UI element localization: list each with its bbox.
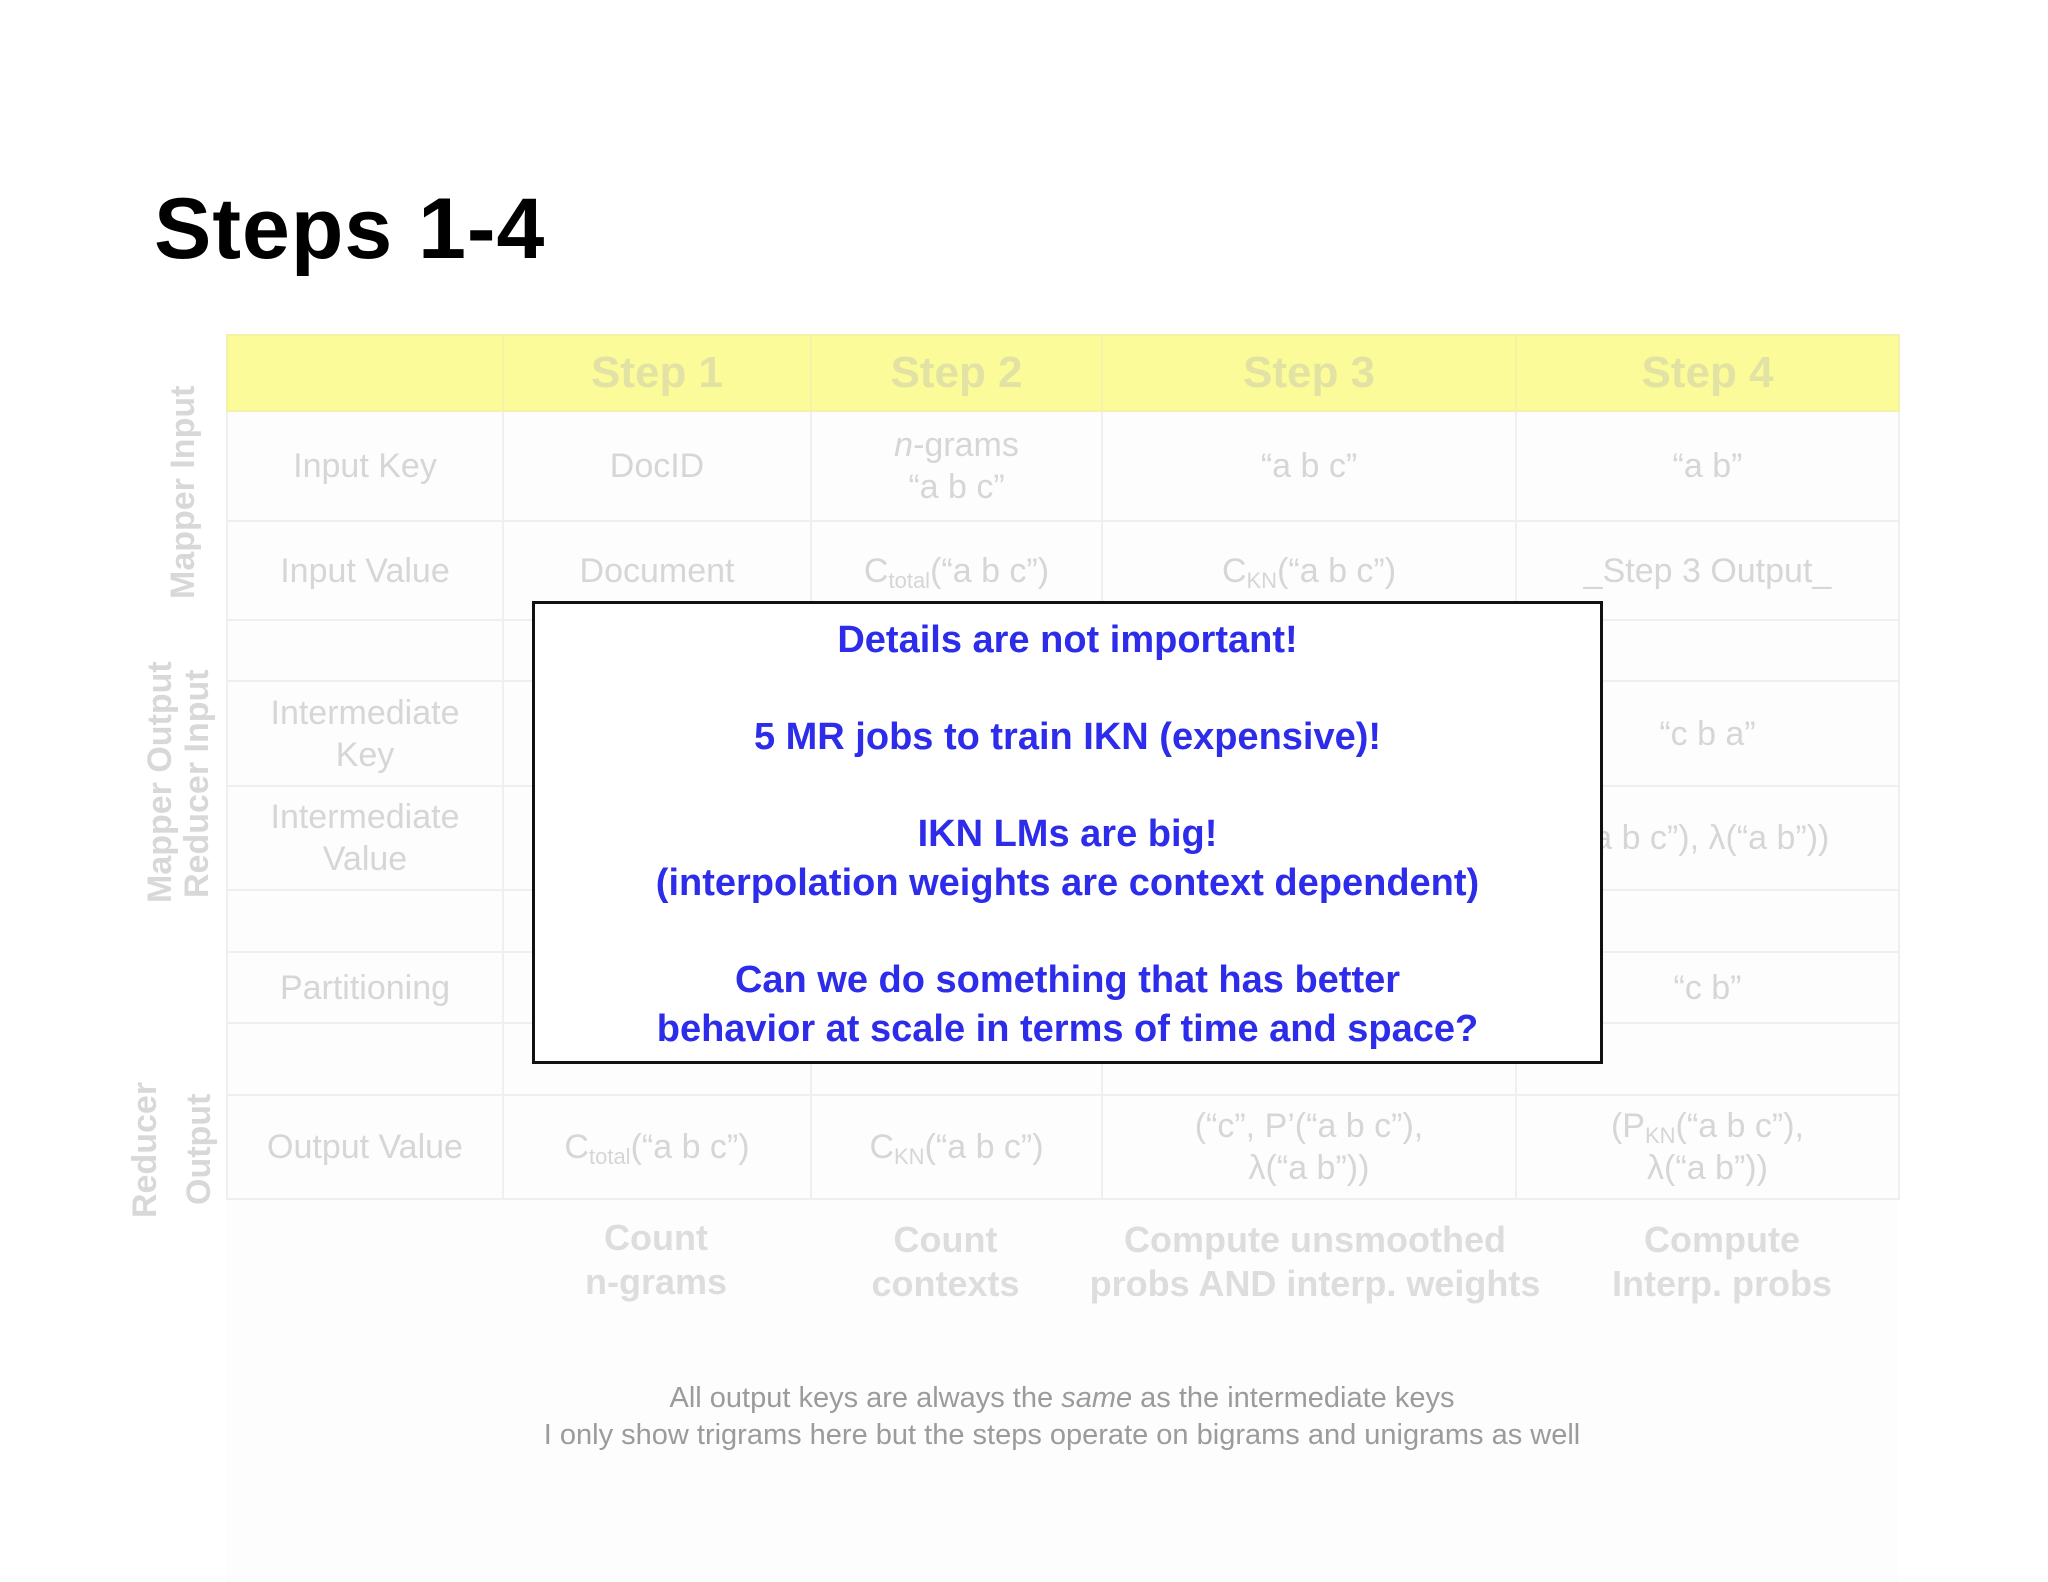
cell-input-key-step2: n-grams “a b c”: [810, 410, 1103, 522]
label-partitioning: Partitioning: [226, 951, 504, 1024]
callout-line5: Can we do something that has better: [734, 959, 1401, 1001]
header-row: Step 1 Step 2 Step 3 Step 4: [226, 334, 1900, 412]
cell-input-key-step3: “a b c”: [1101, 410, 1517, 522]
callout-line4: (interpolation weights are context depen…: [655, 862, 1480, 904]
c-argument: (“a b c”): [1277, 551, 1397, 590]
header-step2: Step 2: [810, 334, 1103, 412]
cell-input-key-step1: DocID: [502, 410, 812, 522]
slide-title: Steps 1-4: [154, 181, 546, 277]
callout-line6: behavior at scale in terms of time and s…: [656, 1008, 1479, 1050]
footnote-line2: I only show trigrams here but the steps …: [543, 1419, 1581, 1451]
cell-output-value-step2: CKN(“a b c”): [810, 1094, 1103, 1200]
cell-input-key-step4: “a b”: [1515, 410, 1900, 522]
c-argument: (“a b c”): [930, 551, 1050, 590]
cell-output-value-step4: (PKN(“a b c”),λ(“a b”)): [1515, 1094, 1900, 1200]
footnote-line1: All output keys are always the same as t…: [669, 1382, 1455, 1414]
header-step3: Step 3: [1101, 334, 1517, 412]
label-output-value: Output Value: [226, 1094, 504, 1200]
row-input-key: Input Key DocID n-grams “a b c” “a b c” “…: [226, 410, 1900, 522]
callout-box: Details are not important! 5 MR jobs to …: [532, 601, 1603, 1064]
cell-output-value-step3: (“c”, P’(“a b c”),λ(“a b”)): [1101, 1094, 1517, 1200]
callout-line2: 5 MR jobs to train IKN (expensive)!: [753, 716, 1382, 758]
label-input-key: Input Key: [226, 410, 504, 522]
side-label-output: Output: [180, 1093, 218, 1205]
callout-line3: IKN LMs are big!: [917, 813, 1218, 855]
callout-line1: Details are not important!: [837, 619, 1298, 661]
side-label-mapper-input: Mapper Input: [164, 385, 202, 599]
header-step1: Step 1: [502, 334, 812, 412]
c-symbol: C: [863, 551, 889, 590]
side-label-mapper-output: Mapper Output: [141, 661, 179, 903]
c-subscript: KN: [1246, 567, 1278, 593]
ngram-example: “a b c”: [908, 468, 1005, 506]
c-symbol: C: [1221, 551, 1247, 590]
ngram-n: n: [894, 426, 914, 464]
row-output-value: Output Value Ctotal(“a b c”) CKN(“a b c”…: [226, 1094, 1900, 1200]
side-label-reducer: Reducer: [126, 1081, 164, 1218]
header-step4: Step 4: [1515, 334, 1900, 412]
header-empty-cell: [226, 334, 504, 412]
footnotes: All output keys are always the same as t…: [226, 1380, 1898, 1454]
side-label-reducer-input: Reducer Input: [178, 669, 216, 898]
label-input-value: Input Value: [226, 520, 504, 621]
ngram-rest: -grams: [913, 426, 1019, 464]
cell-output-value-step1: Ctotal(“a b c”): [502, 1094, 812, 1200]
c-subscript: total: [888, 567, 931, 593]
